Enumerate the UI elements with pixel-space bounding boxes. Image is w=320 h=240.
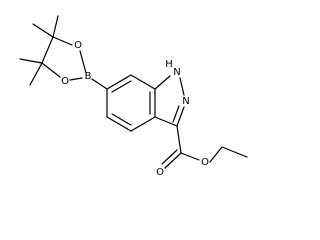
pyrazole-ring bbox=[154, 75, 185, 127]
atom-label-carbonyl-oxygen: O bbox=[156, 167, 164, 178]
atom-label-ester-oxygen: O bbox=[201, 157, 209, 168]
bond-o-top-c-top bbox=[52, 36, 73, 46]
bond-ester-o-ch2 bbox=[209, 146, 223, 163]
methyl-bond-4 bbox=[29, 62, 43, 86]
double-bond-c4-c5 bbox=[111, 113, 132, 126]
dioxaborolane-ring bbox=[41, 36, 87, 81]
bond-c-bottom-o-bottom bbox=[41, 62, 61, 78]
bond-c4-c5 bbox=[106, 116, 132, 132]
methyl-groups bbox=[19, 15, 59, 86]
bond-carbonyl-o bbox=[164, 152, 182, 169]
bond-c7-c7a bbox=[130, 74, 156, 90]
atom-labels: B O O H N N O O bbox=[61, 40, 209, 178]
atom-label-h-on-n1: H bbox=[165, 59, 173, 70]
bond-c3a-c4 bbox=[130, 116, 156, 132]
methyl-bond-1 bbox=[52, 15, 59, 38]
atom-label-n2: N bbox=[182, 96, 189, 107]
atom-label-n1: N bbox=[173, 67, 180, 78]
atom-label-oxygen-ring-bottom: O bbox=[61, 76, 69, 87]
bond-c6-c7 bbox=[106, 74, 132, 90]
benzene-ring bbox=[106, 74, 156, 132]
methyl-bond-3 bbox=[19, 58, 43, 64]
double-bond-carbonyl-o bbox=[161, 149, 178, 165]
bond-c3-c3a bbox=[154, 116, 178, 127]
bond-n1-n2 bbox=[179, 77, 185, 96]
bond-b-aryl bbox=[91, 78, 108, 90]
methyl-bond-2 bbox=[32, 23, 54, 38]
double-bond-c6-c7 bbox=[111, 80, 132, 93]
atom-label-boron: B bbox=[85, 71, 92, 82]
bond-c3-carbonyl bbox=[176, 125, 182, 154]
bond-c7a-n1 bbox=[154, 75, 171, 90]
bond-c-top-c-bottom bbox=[41, 36, 54, 64]
chemical-structure-drawing: B O O H N N O O bbox=[19, 15, 248, 178]
ethyl-ester bbox=[161, 125, 248, 169]
bond-n2-c3 bbox=[176, 106, 185, 127]
double-bond-n2-c3 bbox=[172, 105, 180, 123]
bond-carbonyl-ester-o bbox=[180, 152, 200, 161]
bond-o-bottom-b bbox=[69, 77, 83, 81]
bond-ch2-ch3 bbox=[221, 146, 248, 158]
atom-label-oxygen-ring-top: O bbox=[74, 40, 82, 51]
bond-b-o-top bbox=[79, 50, 87, 74]
